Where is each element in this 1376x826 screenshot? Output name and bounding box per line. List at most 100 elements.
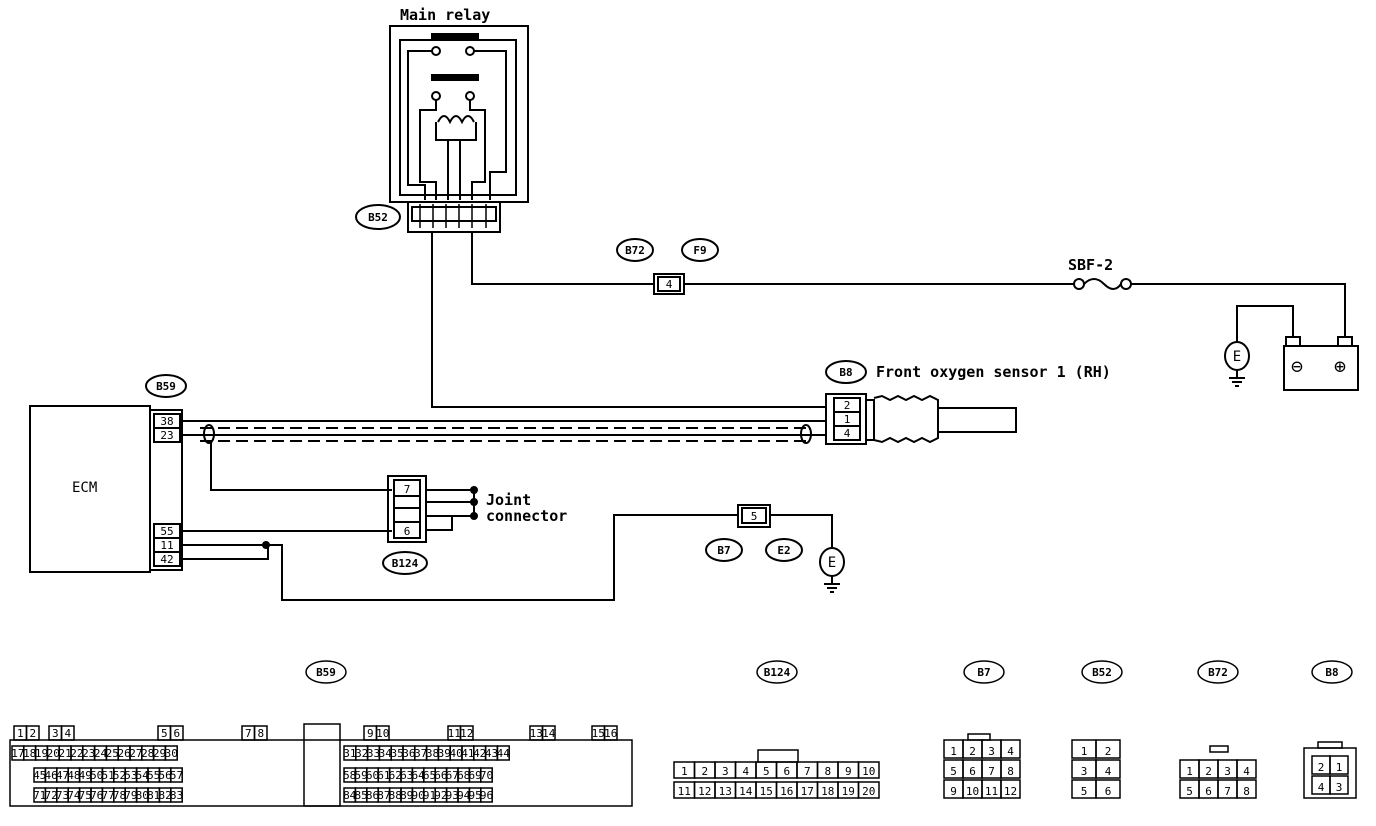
b59-pin-number: 34: [379, 747, 393, 760]
b59-view-label: B59: [316, 666, 336, 679]
b59-key: [303, 723, 341, 807]
wire-ecm-ground-join: [182, 544, 269, 560]
b124-view-tag: [756, 660, 798, 684]
b59-view-tag: [305, 660, 347, 684]
b59-pin-cell: [25, 725, 40, 741]
b59-pin-number: 8: [257, 727, 264, 740]
b59-pin-number: 32: [355, 747, 368, 760]
b7-pin-number: 9: [950, 785, 957, 798]
b59-pin-number: 26: [117, 747, 130, 760]
b72-pin-cell: [1236, 779, 1257, 799]
b59-pin-cell: [253, 725, 268, 741]
b52-pin-number: 4: [1105, 765, 1112, 778]
b59-pin-number: 42: [473, 747, 486, 760]
b59-pin-number: 76: [90, 789, 103, 802]
b52-view-tag: [1081, 660, 1123, 684]
b7-view-tag: [963, 660, 1005, 684]
b59-pin-number: 23: [82, 747, 95, 760]
b59-pin-cell: [169, 725, 184, 741]
main-relay: Main relay: [389, 6, 529, 233]
joint-connector-label-1: Joint: [486, 491, 531, 509]
b59-pin-number: 14: [542, 727, 556, 740]
b59-pin-cell: [496, 745, 510, 761]
main-relay-title: Main relay: [400, 6, 490, 24]
b59-pin-number: 15: [592, 727, 605, 740]
b59-pin-number: 19: [35, 747, 48, 760]
b72-pin-number: 4: [1243, 765, 1250, 778]
b59-pin-number: 13: [530, 727, 543, 740]
b59-pin-number: 58: [343, 769, 356, 782]
b59-pin-cell: [170, 787, 183, 803]
b59-pin-number: 52: [113, 769, 126, 782]
b8-pin-number: 3: [1336, 781, 1343, 794]
b7-pin-number: 4: [1007, 745, 1014, 758]
b59-pin-number: 96: [480, 789, 493, 802]
b52-pin-number: 3: [1081, 765, 1088, 778]
b59-pin-number: 73: [56, 789, 69, 802]
b59-pin-number: 91: [423, 789, 436, 802]
b72-pin-number: 6: [1205, 785, 1212, 798]
b59-pin-number: 68: [457, 769, 470, 782]
svg-text:55: 55: [160, 525, 173, 538]
b59-pin-number: 3: [52, 727, 59, 740]
b52-pin-number: 2: [1105, 745, 1112, 758]
b7-pin-number: 2: [969, 745, 976, 758]
b59-pin-number: 5: [161, 727, 168, 740]
b59-pin-number: 22: [70, 747, 83, 760]
b7-pin-number: 7: [988, 765, 995, 778]
b72-view-tag: [1197, 660, 1239, 684]
svg-text:7: 7: [404, 483, 411, 496]
b124-pin-number: 12: [698, 785, 711, 798]
b59-pin-number: 66: [434, 769, 447, 782]
b124-pin-cell: [857, 761, 880, 779]
b7-pin-number: 8: [1007, 765, 1014, 778]
b59-pin-number: 95: [468, 789, 481, 802]
b124-pin-number: 18: [821, 785, 834, 798]
b59-pin-number: 65: [423, 769, 436, 782]
svg-text:23: 23: [160, 429, 173, 442]
oxygen-sensor: B8 Front oxygen sensor 1 (RH) 2 1 4: [825, 360, 1111, 445]
b59-pin-number: 38: [426, 747, 439, 760]
svg-text:6: 6: [404, 525, 411, 538]
b72-pin-number: 1: [1186, 765, 1193, 778]
fuse-sbf-2: SBF-2: [1068, 256, 1132, 290]
svg-text:1: 1: [844, 413, 851, 426]
svg-text:11: 11: [160, 539, 173, 552]
joint-connector-label-2: connector: [486, 507, 567, 525]
b59-pin-number: 60: [366, 769, 379, 782]
b124-pin-number: 20: [862, 785, 875, 798]
b124-view-label: B124: [764, 666, 791, 679]
b52-pin-cell: [1095, 739, 1121, 759]
b8-pin-number: 4: [1318, 781, 1325, 794]
b59-pin-number: 27: [129, 747, 142, 760]
b59-pin-number: 67: [446, 769, 459, 782]
ground-icon-e2: E: [819, 547, 845, 593]
b124-pin-number: 19: [842, 785, 855, 798]
b59-pin-number: 54: [136, 769, 150, 782]
b59-pin-number: 17: [11, 747, 24, 760]
b59-pin-number: 10: [376, 727, 389, 740]
b59-pin-number: 80: [136, 789, 149, 802]
b59-pin-cell: [164, 745, 178, 761]
b59-pin-cell: [603, 725, 618, 741]
wire-shield-to-joint: [210, 441, 392, 491]
b59-pin-number: 88: [389, 789, 402, 802]
b59-pin-number: 93: [446, 789, 459, 802]
b52-pin-cell: [1095, 759, 1121, 779]
b59-pin-number: 63: [400, 769, 413, 782]
svg-text:B72: B72: [625, 244, 645, 257]
battery-plus-icon: ⊕: [1334, 354, 1346, 378]
connector-b59-tag: B59: [156, 380, 176, 393]
b124-pin-number: 13: [719, 785, 732, 798]
b59-pin-cell: [170, 767, 183, 783]
b59-pin-number: 24: [94, 747, 108, 760]
b59-pin-number: 87: [377, 789, 390, 802]
joint-connector-b124: 7 6 Joint connector B124: [382, 475, 567, 575]
b124-pin-number: 4: [742, 765, 749, 778]
svg-text:E: E: [1233, 349, 1241, 365]
b8-view-label: B8: [1325, 666, 1338, 679]
b8-view-tag: [1311, 660, 1353, 684]
b7-pin-number: 5: [950, 765, 957, 778]
b52-pin-cell: [1095, 779, 1121, 799]
